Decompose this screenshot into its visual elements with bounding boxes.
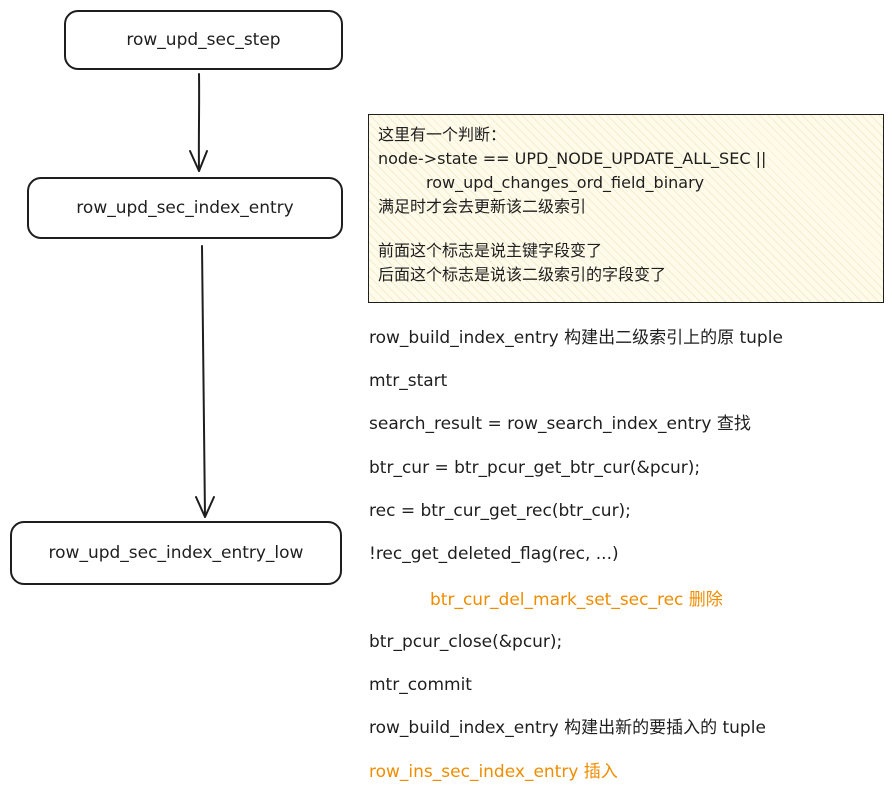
node-row-upd-sec-index-entry: row_upd_sec_index_entry bbox=[27, 177, 343, 239]
note-line: 这里有一个判断： bbox=[378, 125, 507, 144]
step-ins-sec-index-entry: row_ins_sec_index_entry 插入 bbox=[369, 762, 618, 782]
note-spacer bbox=[378, 219, 883, 239]
arrowhead-step-to-index-entry bbox=[189, 150, 208, 172]
note-line: node->state == UPD_NODE_UPDATE_ALL_SEC |… bbox=[378, 149, 767, 168]
step-mtr-commit: mtr_commit bbox=[369, 675, 472, 695]
node-label: row_upd_sec_index_entry bbox=[76, 198, 294, 218]
node-row-upd-sec-step: row_upd_sec_step bbox=[64, 10, 343, 70]
note-line: 后面这个标志是说该二级索引的字段变了 bbox=[378, 265, 667, 284]
step-build-old-tuple: row_build_index_entry 构建出二级索引上的原 tuple bbox=[369, 328, 783, 348]
node-label: row_upd_sec_step bbox=[126, 30, 281, 50]
note-line: row_upd_changes_ord_field_binary bbox=[426, 173, 705, 192]
step-search: search_result = row_search_index_entry 查… bbox=[369, 414, 751, 434]
note-line: 前面这个标志是说主键字段变了 bbox=[378, 241, 603, 260]
step-check-deleted-flag: !rec_get_deleted_flag(rec, ...) bbox=[369, 544, 619, 564]
step-build-new-tuple: row_build_index_entry 构建出新的要插入的 tuple bbox=[369, 718, 766, 738]
step-pcur-close: btr_pcur_close(&pcur); bbox=[369, 632, 563, 652]
node-row-upd-sec-index-entry-low: row_upd_sec_index_entry_low bbox=[10, 521, 342, 585]
node-label: row_upd_sec_index_entry_low bbox=[48, 543, 304, 563]
step-get-btr-cur: btr_cur = btr_pcur_get_btr_cur(&pcur); bbox=[369, 458, 701, 478]
step-mtr-start: mtr_start bbox=[369, 371, 448, 391]
note-line: 满足时才会去更新该二级索引 bbox=[378, 197, 587, 216]
step-get-rec: rec = btr_cur_get_rec(btr_cur); bbox=[369, 501, 631, 521]
condition-note: 这里有一个判断： node->state == UPD_NODE_UPDATE_… bbox=[368, 114, 884, 303]
arrow-index-entry-to-low bbox=[201, 245, 206, 518]
arrowhead-index-entry-to-low bbox=[195, 496, 215, 518]
step-del-mark: btr_cur_del_mark_set_sec_rec 删除 bbox=[430, 590, 723, 610]
